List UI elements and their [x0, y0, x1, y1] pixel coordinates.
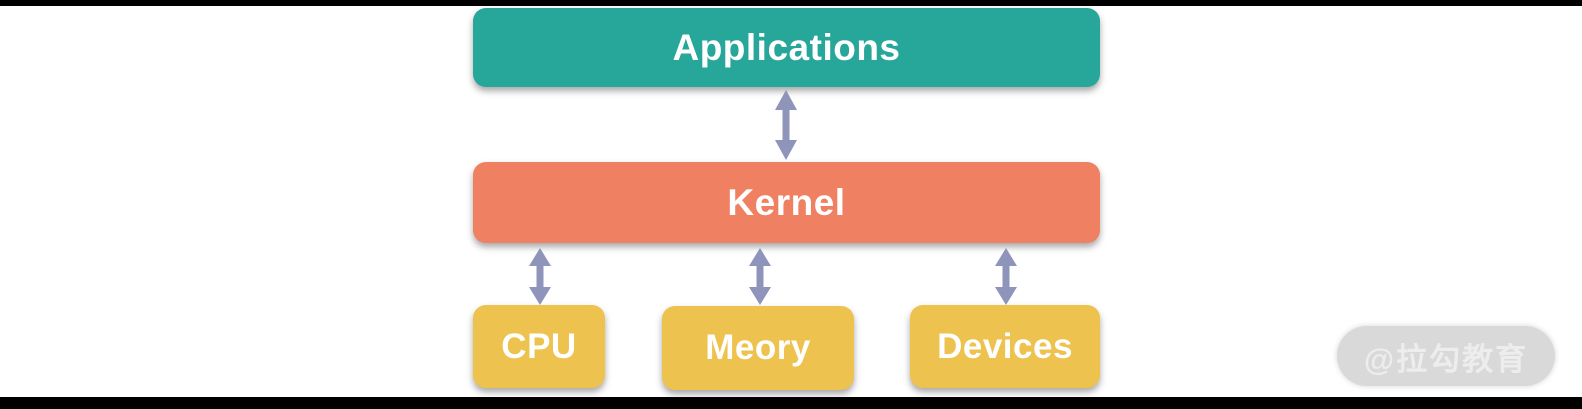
- node-cpu: CPU: [473, 305, 605, 388]
- double-arrow-icon: [993, 248, 1019, 305]
- double-arrow-icon: [773, 90, 799, 160]
- double-arrow-icon: [747, 248, 773, 305]
- node-devices: Devices: [910, 305, 1100, 388]
- double-arrow-icon: [527, 248, 553, 305]
- node-devices-label: Devices: [937, 326, 1073, 366]
- node-kernel-label: Kernel: [727, 181, 846, 223]
- node-memory: Meory: [662, 306, 854, 390]
- watermark-badge: @拉勾教育: [1337, 326, 1555, 386]
- top-frame-bar: [0, 0, 1582, 6]
- node-cpu-label: CPU: [501, 326, 577, 366]
- node-applications: Applications: [473, 8, 1100, 87]
- bottom-frame-bar: [0, 397, 1582, 409]
- node-applications-label: Applications: [672, 26, 901, 68]
- node-kernel: Kernel: [473, 162, 1100, 243]
- watermark-label: @拉勾教育: [1363, 341, 1529, 377]
- node-memory-label: Meory: [705, 328, 811, 367]
